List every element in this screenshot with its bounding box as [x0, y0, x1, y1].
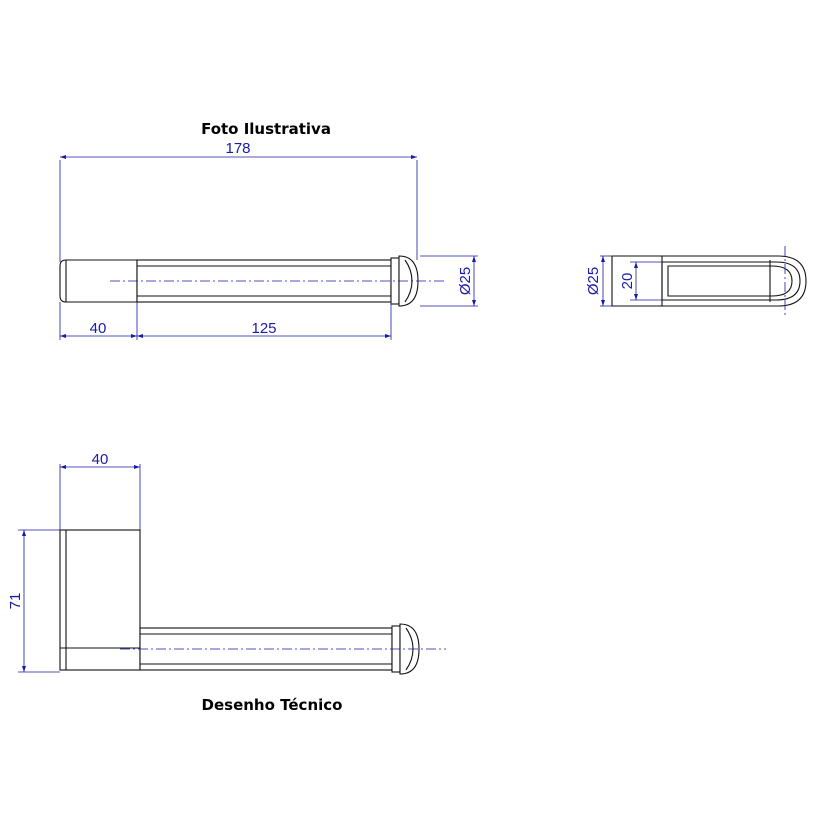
dim-diameter-top: Ø25: [420, 255, 478, 307]
dim-label-base-40: 40: [92, 451, 109, 468]
dim-label-cap-40: 40: [90, 320, 107, 337]
dim-base-40: 40: [59, 451, 141, 530]
dim-label-diameter-side: Ø25: [585, 267, 602, 295]
dim-label-overall: 178: [225, 140, 250, 157]
dim-lower-top: 40 125: [59, 302, 392, 340]
caption-top: Foto Ilustrativa: [201, 120, 331, 138]
side-outer: [611, 255, 807, 307]
dim-label-rod-125: 125: [251, 320, 276, 337]
cap-body: [59, 259, 138, 303]
dim-label-height-71: 71: [7, 593, 24, 610]
dim-width-side: 20: [619, 261, 662, 301]
bottom-view: 40 71 Desenho Técnico: [7, 451, 446, 714]
dim-overall-178: 178: [59, 140, 418, 262]
dim-height-71: 71: [7, 529, 60, 673]
dim-label-width-side: 20: [619, 273, 636, 290]
wall-plate: [59, 529, 141, 671]
top-view: Foto Ilustrativa 178: [59, 120, 478, 340]
dim-diameter-side: Ø25: [585, 255, 612, 307]
roll-holder-side-part: [611, 255, 807, 307]
side-view: Ø25 20: [585, 246, 807, 316]
caption-bottom: Desenho Técnico: [202, 696, 343, 714]
roll-holder-bottom-part: [59, 529, 420, 675]
dim-label-diameter-top: Ø25: [457, 267, 474, 295]
